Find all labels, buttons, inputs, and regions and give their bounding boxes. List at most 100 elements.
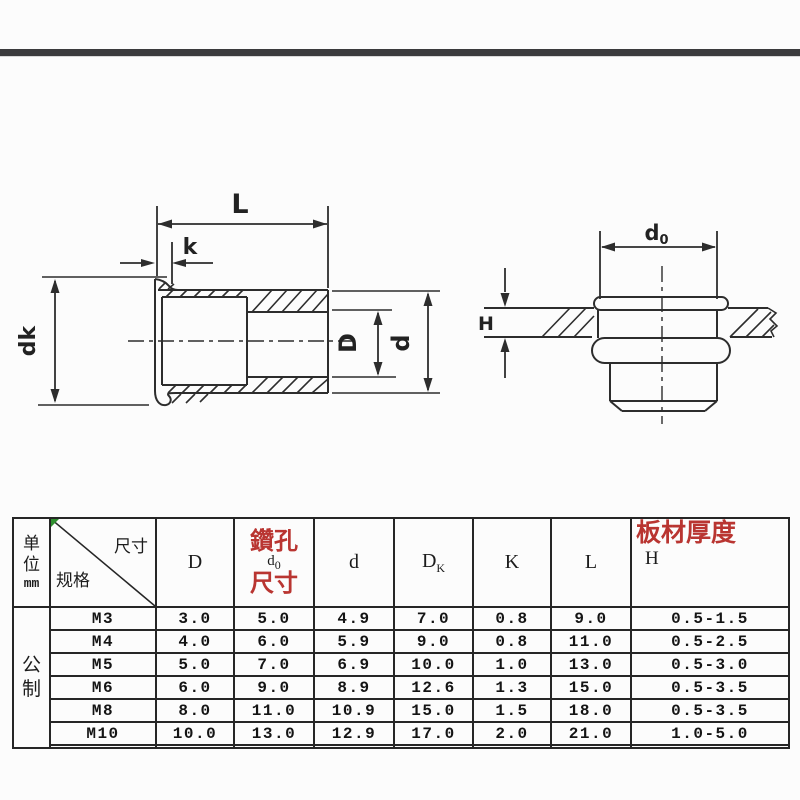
dim-label-H: H <box>478 313 494 335</box>
col-header-d: d <box>313 517 395 608</box>
value-cell: 4.0 <box>155 629 235 654</box>
right-drawing-outline <box>484 296 779 412</box>
value-cell: 0.5-3.5 <box>630 698 790 723</box>
col-header-thickness: 板材厚度 H <box>630 517 790 608</box>
value-cell: 10.9 <box>313 698 395 723</box>
thickness-H-label: H <box>645 547 659 569</box>
value-cell: 11.0 <box>233 698 315 723</box>
value-cell: 15.0 <box>550 675 632 700</box>
spec-table: 单位 mm 尺寸 规格 D 鑽孔 d0 尺寸 <box>12 517 790 749</box>
spec-cell: M3 <box>49 606 157 631</box>
value-cell: 2.0 <box>472 721 552 746</box>
col-header-K: K <box>472 517 552 608</box>
dim-label-D: D <box>334 333 362 353</box>
value-cell: 12.9 <box>313 721 395 746</box>
table-row: M10 10.0 13.0 12.9 17.0 2.0 21.0 1.0-5.0 <box>13 721 790 746</box>
value-cell: 5.9 <box>313 629 395 654</box>
spec-cell: M6 <box>49 675 157 700</box>
thickness-label: 板材厚度 <box>636 519 737 547</box>
group-cell-metric: 公制 <box>12 606 51 749</box>
left-drawing-hatching <box>158 281 329 404</box>
value-cell: 7.0 <box>233 652 315 677</box>
dim-label-d0-main: d <box>644 221 659 245</box>
value-cell: 9.0 <box>550 606 632 631</box>
value-cell: 5.0 <box>155 652 235 677</box>
spec-cell: M5 <box>49 652 157 677</box>
drill-d0-label: d0 <box>267 552 281 572</box>
value-cell: 4.9 <box>313 606 395 631</box>
value-cell: 1.5 <box>472 698 552 723</box>
value-cell: 1.0-5.0 <box>630 721 790 746</box>
spec-cell: M10 <box>49 721 157 746</box>
col-header-D: D <box>155 517 235 608</box>
value-cell: 8.0 <box>155 698 235 723</box>
unit-header-cell: 单位 mm <box>12 517 51 608</box>
dim-L: L <box>156 189 329 288</box>
dim-D: D <box>332 309 396 378</box>
technical-drawing: L k dk D d <box>16 189 779 424</box>
dim-label-k: k <box>183 235 199 260</box>
table-row: M8 8.0 11.0 10.9 15.0 1.5 18.0 0.5-3.5 <box>13 698 790 723</box>
dim-dk: dk <box>16 279 60 403</box>
value-cell: 15.0 <box>393 698 474 723</box>
dim-label-d0-sub: 0 <box>659 233 668 248</box>
diag-label-spec: 规格 <box>56 571 90 590</box>
value-cell: 21.0 <box>550 721 632 746</box>
value-cell: 8.9 <box>313 675 395 700</box>
value-cell: 12.6 <box>393 675 474 700</box>
dim-label-dk: dk <box>16 324 41 356</box>
drill-label-top: 鑽孔 <box>250 527 298 555</box>
value-cell: 11.0 <box>550 629 632 654</box>
value-cell: 0.8 <box>472 606 552 631</box>
value-cell: 18.0 <box>550 698 632 723</box>
value-cell: 13.0 <box>550 652 632 677</box>
table-row: M5 5.0 7.0 6.9 10.0 1.0 13.0 0.5-3.0 <box>13 652 790 677</box>
value-cell: 0.5-2.5 <box>630 629 790 654</box>
value-cell: 7.0 <box>393 606 474 631</box>
spec-table-wrap: 单位 mm 尺寸 规格 D 鑽孔 d0 尺寸 <box>12 517 790 749</box>
value-cell: 10.0 <box>393 652 474 677</box>
value-cell: 1.0 <box>472 652 552 677</box>
value-cell: 0.5-3.0 <box>630 652 790 677</box>
right-drawing-hatching <box>541 307 775 338</box>
table-row: M6 6.0 9.0 8.9 12.6 1.3 15.0 0.5-3.5 <box>13 675 790 700</box>
spec-cell: M8 <box>49 698 157 723</box>
dim-H: H <box>478 268 510 378</box>
value-cell: 1.3 <box>472 675 552 700</box>
drill-label-bottom: 尺寸 <box>250 570 298 598</box>
value-cell: 6.0 <box>233 629 315 654</box>
top-divider-bar <box>0 49 800 57</box>
value-cell: 0.5-3.5 <box>630 675 790 700</box>
plate-break-edge <box>767 307 779 338</box>
dim-label-L: L <box>231 189 248 220</box>
dim-d: d <box>332 290 440 394</box>
diagonal-line <box>52 520 154 605</box>
bulge <box>591 337 731 364</box>
dim-d0: d 0 <box>599 221 718 299</box>
col-header-L: L <box>550 517 632 608</box>
value-cell: 6.0 <box>155 675 235 700</box>
value-cell: 9.0 <box>393 629 474 654</box>
cell-corner-marker-icon <box>52 520 59 527</box>
diagonal-header-cell: 尺寸 规格 <box>49 517 157 608</box>
table-row: M4 4.0 6.0 5.9 9.0 0.8 11.0 0.5-2.5 <box>13 629 790 654</box>
col-header-DK: DK <box>393 517 474 608</box>
spec-cell: M4 <box>49 629 157 654</box>
value-cell: 10.0 <box>155 721 235 746</box>
value-cell: 0.5-1.5 <box>630 606 790 631</box>
value-cell: 5.0 <box>233 606 315 631</box>
flange <box>593 296 729 311</box>
dim-k: k <box>120 235 213 284</box>
value-cell: 9.0 <box>233 675 315 700</box>
unit-label-mm: mm <box>23 575 40 591</box>
unit-label-cn: 单位 <box>23 534 40 574</box>
value-cell: 3.0 <box>155 606 235 631</box>
diag-label-size: 尺寸 <box>114 537 148 556</box>
table-cut-row <box>13 744 790 749</box>
value-cell: 17.0 <box>393 721 474 746</box>
col-header-drill-d0: 鑽孔 d0 尺寸 <box>233 517 315 608</box>
dim-label-d: d <box>387 334 415 351</box>
value-cell: 6.9 <box>313 652 395 677</box>
value-cell: 0.8 <box>472 629 552 654</box>
